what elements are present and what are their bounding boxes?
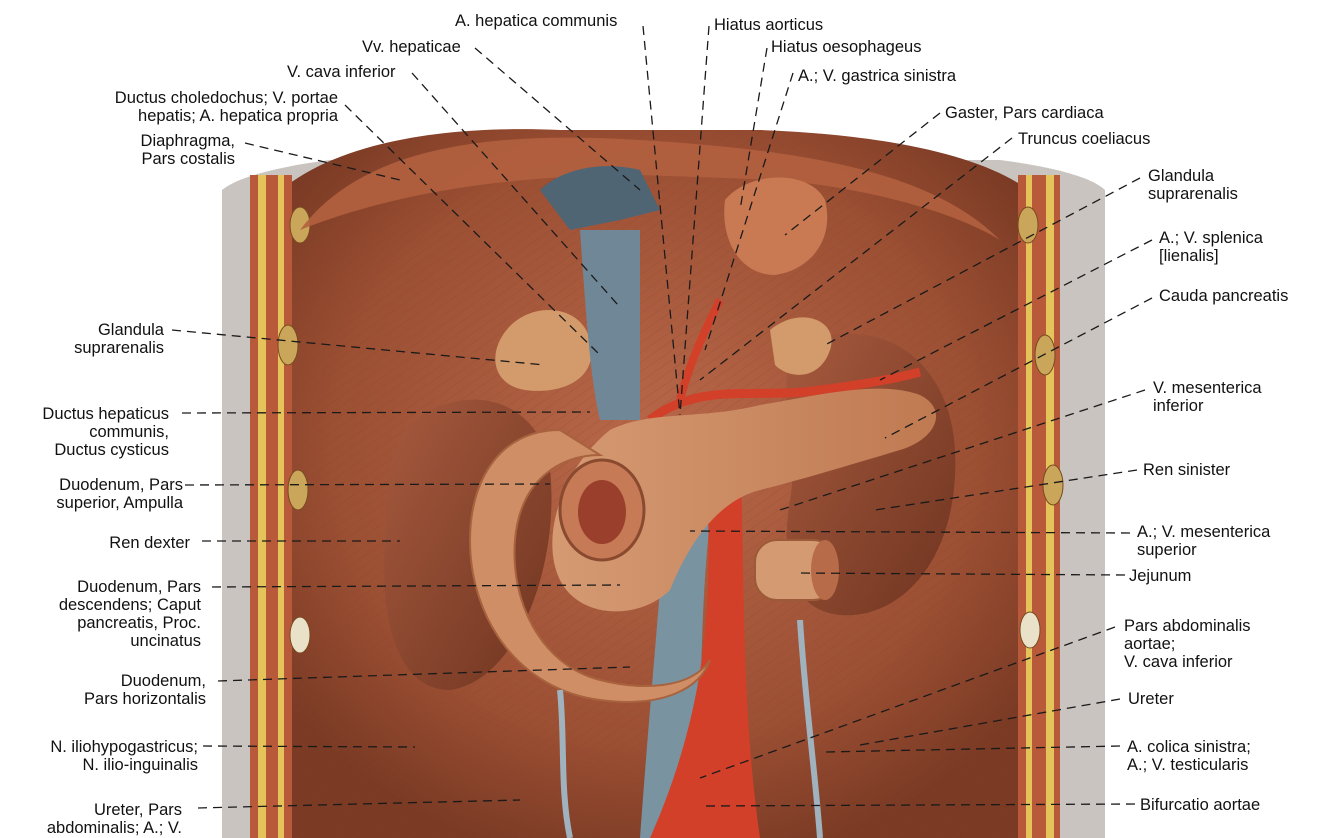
label-hiatus-aorticus: Hiatus aorticus [714, 16, 824, 34]
label-line: A.; V. splenica [1159, 229, 1263, 247]
stomach-cardiac-part [724, 177, 828, 275]
label-hiatus-oesophageus: Hiatus oesophageus [771, 38, 922, 56]
label-ductus-choledochus: Ductus choledochus; V. portae hepatis; A… [115, 89, 338, 125]
right-ureter [557, 689, 573, 838]
label-line: Glandula [97, 321, 164, 339]
label-a-hepatica-communis: A. hepatica communis [455, 12, 618, 30]
label-a-v-gastrica-sinistra: A.; V. gastrica sinistra [798, 67, 957, 85]
celiac-trunk [676, 298, 724, 401]
label-line: aortae; [1124, 635, 1176, 653]
label-line: descendens; Caput [58, 596, 201, 614]
label-line: Ductus hepaticus [42, 405, 169, 423]
inferior-vena-cava [580, 230, 640, 420]
right-suprarenal-gland [495, 310, 592, 391]
label-line: V. mesenterica [1153, 379, 1262, 397]
pancreas [552, 388, 937, 612]
label-line: pancreatis, Proc. [77, 614, 201, 632]
label-jejunum: Jejunum [1129, 567, 1192, 585]
label-ureter-pars: Ureter, Pars abdominalis; A.; V. [47, 801, 182, 837]
label-vv-hepaticae: Vv. hepaticae [362, 38, 461, 56]
label-line: Pars horizontalis [84, 690, 206, 708]
label-duodenum-descendens: Duodenum, Pars descendens; Caput pancrea… [59, 578, 201, 650]
label-line: Ureter, Pars [93, 801, 182, 819]
label-line: N. iliohypogastricus; [50, 738, 198, 756]
label-line: Duodenum, [120, 672, 206, 690]
label-ductus-hepaticus: Ductus hepaticus communis, Ductus cystic… [42, 405, 169, 459]
label-line: N. ilio-inguinalis [82, 756, 198, 774]
label-line: A.; V. testicularis [1127, 756, 1249, 774]
label-line: inferior [1153, 397, 1204, 415]
left-wall-muscle [250, 175, 292, 838]
label-line: suprarenalis [1148, 185, 1238, 203]
label-line: Duodenum, Pars [77, 578, 201, 596]
label-n-iliohypogastricus: N. iliohypogastricus; N. ilio-inguinalis [50, 738, 198, 774]
label-pars-abdominalis: Pars abdominalis aortae; V. cava inferio… [1124, 617, 1251, 671]
label-line: A.; V. mesenterica [1137, 523, 1271, 541]
label-gaster-pars-cardiaca: Gaster, Pars cardiaca [945, 104, 1104, 122]
label-diaphragma: Diaphragma, Pars costalis [141, 132, 235, 168]
label-line: Pars abdominalis [1124, 617, 1251, 635]
label-cauda-pancreatis: Cauda pancreatis [1159, 287, 1289, 305]
label-line: uncinatus [130, 632, 201, 650]
label-ren-dexter: Ren dexter [109, 534, 190, 552]
label-line: abdominalis; A.; V. [46, 819, 182, 837]
label-line: V. cava inferior [1124, 653, 1233, 671]
label-line: Duodenum, Pars [59, 476, 183, 494]
label-line: Diaphragma, [140, 132, 235, 150]
label-line: Ductus choledochus; V. portae [114, 89, 338, 107]
label-line: Pars costalis [141, 150, 235, 168]
left-suprarenal-gland [770, 317, 832, 375]
label-line: hepatis; A. hepatica propria [138, 107, 338, 125]
label-line: suprarenalis [74, 339, 164, 357]
diaphragm [300, 137, 1000, 240]
label-ren-sinister: Ren sinister [1143, 461, 1231, 479]
left-ureter [797, 619, 823, 838]
label-v-mesenterica-inferior: V. mesenterica inferior [1153, 379, 1262, 415]
label-duodenum-horizontalis: Duodenum, Pars horizontalis [84, 672, 206, 708]
label-duodenum-superior: Duodenum, Pars superior, Ampulla [56, 476, 183, 512]
abdominal-aorta [650, 440, 760, 838]
label-glandula-suprarenalis-right: Glandula suprarenalis [1148, 167, 1238, 203]
splenic-artery [647, 367, 922, 424]
label-truncus-coeliacus: Truncus coeliacus [1018, 130, 1151, 148]
label-a-v-splenica: A.; V. splenica [lienalis] [1159, 229, 1263, 265]
label-line: communis, [89, 423, 169, 441]
label-line: Glandula [1148, 167, 1215, 185]
label-line: A. colica sinistra; [1127, 738, 1251, 756]
label-line: [lienalis] [1159, 247, 1219, 265]
label-line: Ductus cysticus [54, 441, 169, 459]
label-line: superior [1137, 541, 1197, 559]
label-a-colica-sinistra: A. colica sinistra; A.; V. testicularis [1127, 738, 1251, 774]
label-glandula-suprarenalis-left: Glandula suprarenalis [74, 321, 164, 357]
label-line: superior, Ampulla [56, 494, 183, 512]
duodenum [468, 428, 711, 703]
label-ureter: Ureter [1128, 690, 1174, 708]
label-bifurcatio-aortae: Bifurcatio aortae [1140, 796, 1261, 814]
label-v-cava-inferior-top: V. cava inferior [287, 63, 396, 81]
label-a-v-mesenterica-superior: A.; V. mesenterica superior [1137, 523, 1270, 559]
